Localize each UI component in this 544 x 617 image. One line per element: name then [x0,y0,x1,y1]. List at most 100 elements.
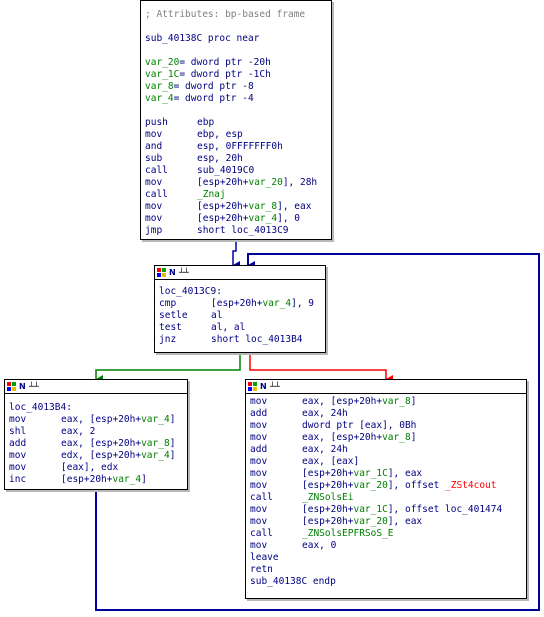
asm-line[interactable]: sub_40138C endp [250,576,522,588]
asm-symbol[interactable]: var_8 [382,432,411,443]
asm-line[interactable]: call_ZNSolsEi [250,492,522,504]
asm-line[interactable]: mov[esp+20h+var_8], eax [145,201,327,213]
asm-mnemonic: add [9,438,27,449]
asm-operand: ] [141,474,147,485]
asm-operand: eax, 24h [302,408,348,419]
asm-symbol[interactable]: var_1C [353,468,388,479]
asm-line[interactable]: var_20= dword ptr -20h [145,57,327,69]
asm-comment: ; Attributes: bp-based frame [145,9,306,20]
asm-line[interactable]: mov[esp+20h+var_4], 0 [145,213,327,225]
asm-mnemonic: mov [250,468,268,479]
asm-line[interactable]: mov[eax], edx [9,462,183,474]
asm-operand[interactable]: _ZSt4cout [445,480,497,491]
asm-symbol[interactable]: var_20 [353,516,388,527]
asm-mnemonic: call [145,189,168,200]
grid-icon [157,268,166,277]
asm-operand: eax, 2 [61,426,96,437]
grid-icon [7,382,16,391]
asm-symbol[interactable]: _Znaj [197,189,226,200]
asm-symbol[interactable]: var_1C [353,504,388,515]
asm-line[interactable]: var_8= dword ptr -8 [145,81,327,93]
asm-line[interactable]: loc_4013C9: [159,286,321,298]
asm-symbol[interactable]: var_8 [141,438,170,449]
asm-operand: ], 9 [291,298,314,309]
asm-line[interactable]: mov[esp+20h+var_1C], eax [250,468,522,480]
asm-line[interactable]: cmp[esp+20h+var_4], 9 [159,298,321,310]
asm-operand: eax, [esp+20h+ [302,432,383,443]
asm-symbol[interactable]: _ZNSolsEi [302,492,354,503]
asm-mnemonic: mov [145,177,163,188]
asm-line[interactable]: mov[esp+20h+var_20], eax [250,516,522,528]
asm-symbol[interactable]: var_4 [141,414,170,425]
asm-symbol[interactable]: var_4 [141,450,170,461]
asm-line[interactable]: var_4= dword ptr -4 [145,93,327,105]
asm-operand: [esp+20h+ [197,201,249,212]
block-header: N ┴┴ [155,266,325,280]
graph-icon: ┴┴ [29,382,39,391]
asm-line[interactable]: var_1C= dword ptr -1Ch [145,69,327,81]
asm-operand: [esp+20h+ [61,474,113,485]
asm-symbol[interactable]: var_4 [248,213,278,224]
asm-symbol[interactable]: var_20 [353,480,388,491]
asm-line[interactable]: mov[esp+20h+var_1C], offset loc_401474 [250,504,522,516]
asm-symbol[interactable]: var_8 [145,81,174,92]
asm-operand: dword ptr [eax], 0Bh [302,420,417,431]
asm-line[interactable]: inc[esp+20h+var_4] [9,474,183,486]
asm-symbol[interactable]: _ZNSolsEPFRSoS_E [302,528,394,539]
asm-symbol[interactable]: var_4 [262,298,292,309]
asm-line[interactable] [145,45,327,57]
asm-symbol[interactable]: var_4 [145,93,174,104]
asm-mnemonic: jnz [159,334,177,345]
asm-line[interactable]: loc_4013B4: [9,402,183,414]
asm-symbol[interactable]: var_20 [248,177,283,188]
asm-operand: sub_4019C0 [197,165,255,176]
asm-line[interactable] [145,21,327,33]
asm-operand: ] [410,432,417,443]
asm-mnemonic: cmp [159,298,177,309]
asm-line[interactable]: leave [250,552,522,564]
asm-line[interactable]: sub_40138C proc near [145,33,327,45]
asm-symbol[interactable]: var_4 [112,474,142,485]
asm-line[interactable]: ; Attributes: bp-based frame [145,9,327,21]
asm-operand: eax, [eax] [302,456,360,467]
asm-line[interactable]: call _Znaj [145,189,327,201]
asm-symbol[interactable]: var_8 [382,396,411,407]
asm-operand: [esp+20h+ [197,177,249,188]
asm-line[interactable]: mov[esp+20h+var_20], offset _ZSt4cout [250,480,522,492]
asm-line[interactable]: retn [250,564,522,576]
asm-mnemonic: setle [159,310,188,321]
asm-symbol[interactable]: var_20 [145,57,180,68]
asm-line[interactable]: mov[esp+20h+var_20], 28h [145,177,327,189]
edge-loop-body-back-to-head [95,253,540,611]
asm-symbol[interactable]: var_1C [145,69,180,80]
asm-line[interactable]: call_ZNSolsEPFRSoS_E [250,528,522,540]
asm-mnemonic: test [159,322,182,333]
asm-symbol[interactable]: var_8 [248,201,278,212]
asm-line[interactable] [145,105,327,117]
block-entry[interactable]: ; Attributes: bp-based frame sub_40138C p… [140,0,332,240]
